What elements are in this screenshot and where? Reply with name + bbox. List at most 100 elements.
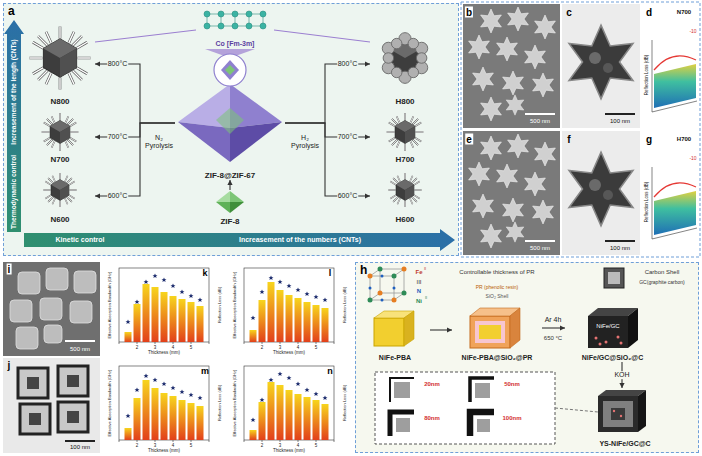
edge-label: 800°C [107, 60, 129, 68]
annotation-label: III [416, 279, 421, 286]
node-label: ZIF-8@ZIF-67 [205, 171, 255, 180]
edge-label: 800°C [337, 60, 359, 68]
structure-node: ZIF-8@ZIF-67 [175, 55, 285, 180]
annotation-label: Increasement of the numbers (CNTs) [239, 236, 361, 244]
edge-label: 600°C [337, 192, 359, 200]
arrow-head [365, 134, 370, 139]
annotation-label: Thermodynamic control [10, 155, 17, 229]
edge-label: Ar 4h [544, 316, 563, 324]
node-label: NiFe-PBA@SiO₂@PR [462, 354, 533, 362]
annotation-label: N700 [677, 9, 691, 16]
annotation-label: Ni [416, 298, 422, 305]
structure-node: NiFe-PBA@SiO₂@PR [452, 305, 542, 362]
annotation-label: N₂ Pyrolysis [142, 134, 176, 149]
annotation-label: Thickness (mm) [148, 449, 180, 454]
arrow-head [447, 327, 452, 332]
annotation-label: NiFe/GC [596, 323, 619, 330]
annotation-label: 100 nm [610, 245, 630, 252]
panel-letter: m [201, 367, 209, 377]
edge-label: 700°C [337, 133, 359, 141]
arrow-head [95, 193, 100, 198]
panel-letter: l [329, 269, 332, 279]
structure-node: N700 [25, 110, 95, 164]
panel-letter: e [465, 134, 473, 145]
node-label: N600 [50, 215, 69, 224]
annotation-label: Reflection Loss (dB) [645, 182, 650, 223]
annotation-label: Controllable thickness of PR [457, 269, 537, 276]
panel-letter: f [567, 134, 570, 145]
arrow-head [365, 61, 370, 66]
annotation-label: Thickness (mm) [148, 351, 180, 356]
annotation-label: Reflection Loss (dB) [218, 385, 222, 421]
panel-letter: n [327, 367, 333, 377]
connector [227, 180, 232, 190]
annotation-label: 500 nm [70, 346, 90, 353]
arrow-head [619, 383, 624, 388]
connector [285, 123, 370, 199]
node-label: NiFe/GC@SiO₂@C [582, 354, 644, 362]
annotation-label: 80nm [424, 415, 440, 422]
annotation-label: 500 nm [530, 245, 550, 252]
panel-h-art [355, 262, 699, 453]
annotation-label: Reflection Loss (dB) [343, 287, 347, 323]
annotation-label: 2 [261, 443, 264, 448]
structure-node: H600 [370, 168, 440, 224]
structure-node: N600 [25, 168, 95, 224]
arrow-head [95, 61, 100, 66]
annotation-label: Fe [415, 269, 422, 276]
annotation-label: GC(graphite carbon) [639, 280, 685, 286]
structure-node: Co [Fm-3m] [195, 8, 275, 48]
annotation-label: 3 [154, 443, 157, 448]
arrow-head [365, 193, 370, 198]
panels-i-to-n-art [3, 262, 334, 453]
annotation-label: 3 [154, 345, 157, 350]
arrow-head [227, 180, 232, 185]
node-label: H600 [395, 215, 414, 224]
node-label: N800 [50, 97, 69, 106]
annotation-label: Carbon Shell [645, 269, 680, 276]
connector-line [285, 64, 370, 123]
annotation-label: Increasement of the length (CNTs) [10, 39, 17, 144]
annotation-label: 2 [136, 345, 139, 350]
annotation-label: Thickness (mm) [273, 449, 305, 454]
panel-letter: i [7, 264, 12, 275]
panel-frame: a Co [Fm-3m] N800N700N600 H800H700H600 ZIF-8… [3, 3, 459, 256]
annotation-label: II [425, 296, 427, 300]
annotation-label: Reflection Loss (dB) [645, 55, 650, 96]
panels-b-to-g-art [461, 2, 700, 257]
annotation-label: 100 nm [610, 118, 630, 125]
connector-line [285, 123, 370, 196]
structure-node: H700 [370, 110, 440, 164]
edge-label: 700°C [107, 133, 129, 141]
arrow-head [560, 325, 565, 330]
connector-line [95, 123, 175, 196]
annotation-label: Kinetic control [55, 236, 104, 244]
connector [95, 123, 175, 199]
structure-node: YS-NiFe/GC@C [585, 388, 665, 448]
node-label: N700 [50, 155, 69, 164]
annotation-label: 5 [190, 443, 193, 448]
annotation-label: 3 [279, 443, 282, 448]
annotation-label: 5 [190, 345, 193, 350]
annotation-label: N [417, 288, 421, 295]
structure-node: NiFe/GC@SiO₂@C [565, 305, 660, 362]
annotation-label: Effective Absorption Bandwidth (GHz) [233, 272, 237, 339]
node-label: H800 [395, 97, 414, 106]
annotation-label: Reflection Loss (dB) [343, 385, 347, 421]
annotation-label: Thickness (mm) [273, 351, 305, 356]
annotation-label: 100 nm [70, 444, 90, 451]
annotation-label: 4 [297, 443, 300, 448]
annotation-label: H₂ Pyrolysis [288, 134, 322, 149]
panel-letter: c [566, 7, 572, 18]
connector-line [95, 64, 175, 123]
panel-letter: a [8, 5, 15, 19]
edge-label: KOH [613, 371, 630, 379]
annotation-label: 2 [136, 443, 139, 448]
structure-node: N800 [25, 22, 95, 106]
annotation-label: Reflection Loss (dB) [218, 287, 222, 323]
annotation-label: 50nm [504, 381, 520, 388]
